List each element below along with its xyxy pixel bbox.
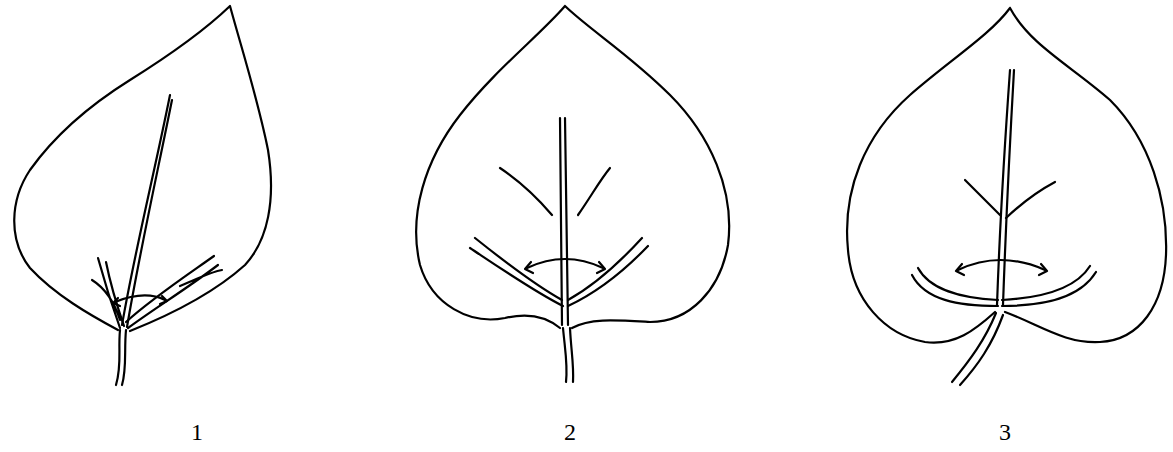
petiole — [116, 330, 126, 385]
angle-arc — [958, 260, 1045, 270]
right-vein — [568, 238, 648, 306]
upper-vein — [965, 180, 1000, 215]
upper-vein — [578, 168, 610, 215]
leaf-2 — [416, 6, 729, 382]
leaf-outline — [14, 6, 271, 331]
left-vein — [92, 258, 124, 328]
midrib — [997, 70, 1014, 305]
angle-arrowheads — [956, 264, 1047, 275]
leaf-1 — [14, 6, 271, 385]
figure-number: 2 — [564, 420, 576, 444]
right-vein — [126, 256, 222, 328]
left-vein — [470, 238, 563, 306]
right-vein — [1002, 266, 1096, 306]
left-vein — [912, 268, 998, 306]
angle-arc — [115, 295, 165, 302]
leaf-outline — [847, 8, 1166, 343]
leaf-outline — [416, 6, 729, 328]
petiole — [952, 313, 1003, 385]
angle-arc — [527, 259, 603, 268]
angle-arrowheads — [113, 296, 167, 306]
midrib — [560, 118, 568, 325]
leaf-3 — [847, 8, 1166, 385]
angle-arrowheads — [525, 262, 605, 273]
upper-vein — [500, 168, 552, 215]
petiole — [563, 328, 573, 382]
upper-vein — [1006, 182, 1055, 218]
figure-number: 1 — [191, 420, 203, 444]
figure-number: 3 — [999, 420, 1011, 444]
